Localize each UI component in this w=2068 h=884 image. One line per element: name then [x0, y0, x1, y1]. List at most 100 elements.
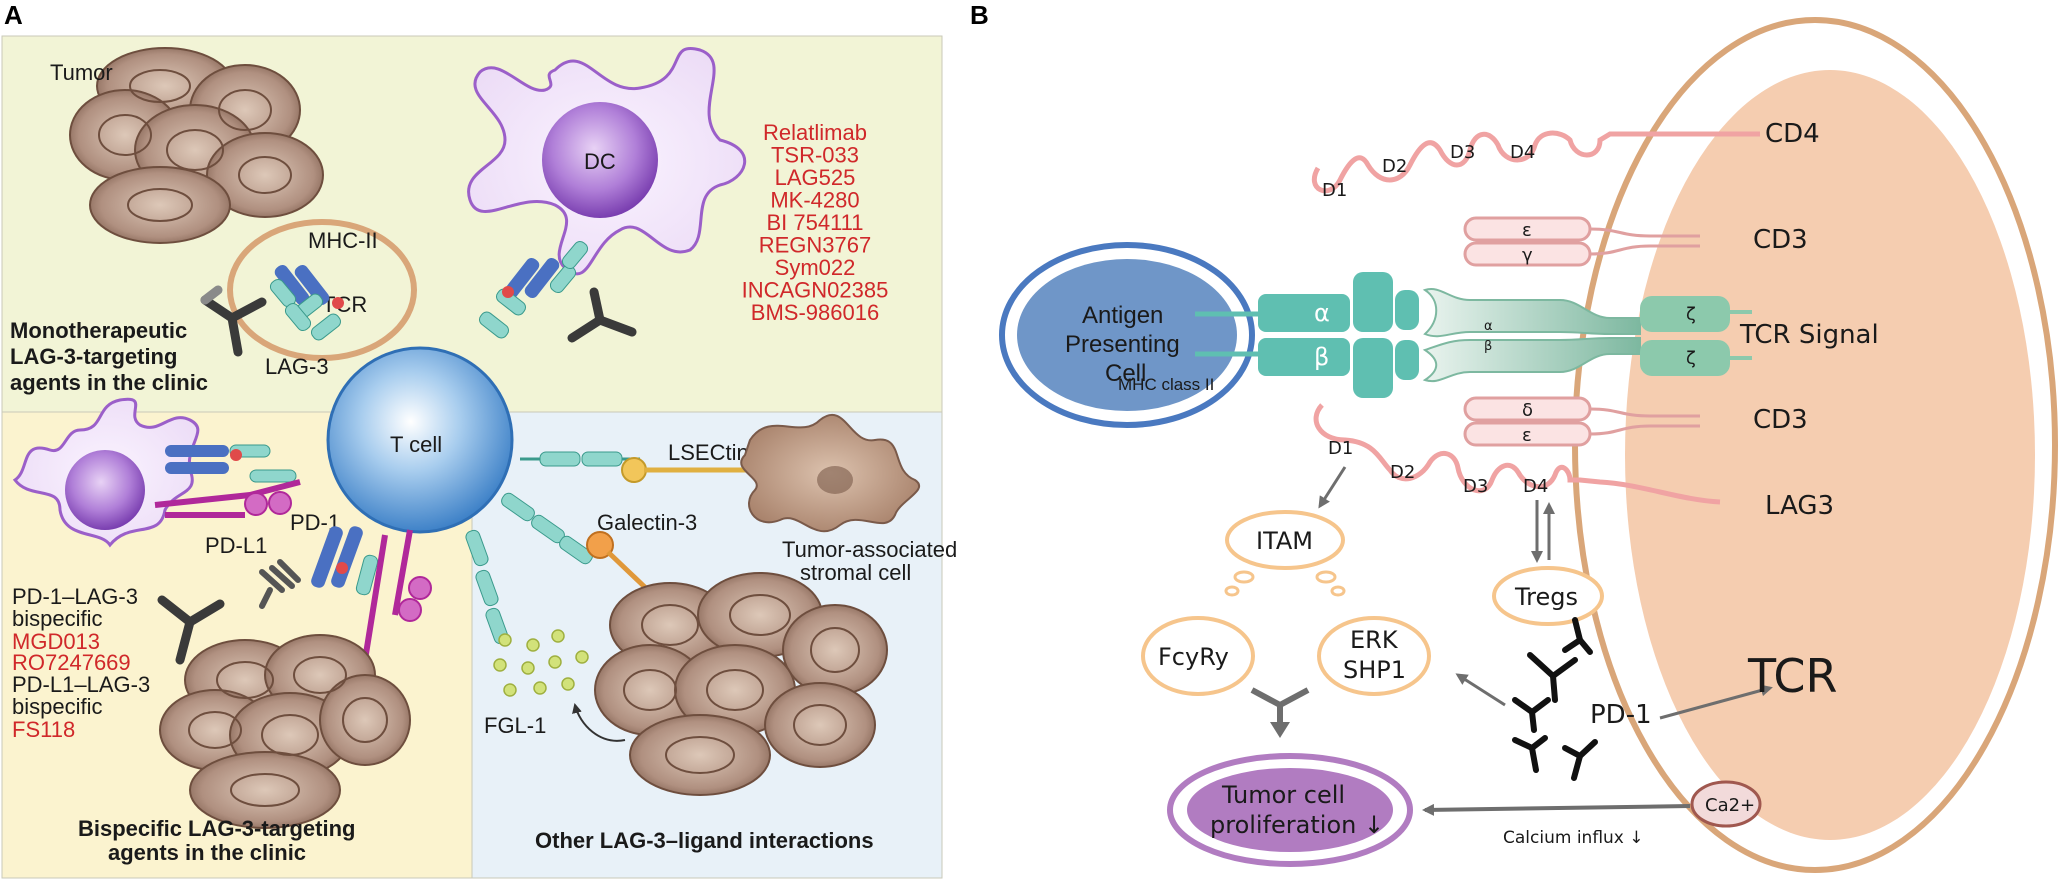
- converge-arrow: [1250, 687, 1310, 722]
- cd4-molecule: [1311, 130, 1760, 194]
- heading-mono-line2: LAG-3-targeting: [10, 344, 177, 369]
- dendritic-cell-top: [467, 46, 747, 276]
- beta-small-label: β: [1484, 339, 1492, 354]
- tregs-node: [1492, 566, 1604, 626]
- antibody-bispecific: [157, 595, 225, 665]
- ca2-channel: [1690, 780, 1762, 828]
- arrow-calcium-influx: [1422, 803, 1691, 816]
- arrow-pd1-to-erk: [1455, 673, 1506, 707]
- t-cell: [326, 346, 514, 534]
- domain-label: D1: [1322, 180, 1347, 201]
- pd1-label-b: PD-1: [1590, 700, 1652, 730]
- antibody-top-left: [200, 285, 267, 357]
- stromal-nucleus: [817, 466, 853, 494]
- drug-name: TSR-033: [771, 143, 859, 168]
- t-cell-body: [1625, 70, 2035, 840]
- drug-name: MK-4280: [770, 188, 859, 213]
- fcyry-node: [1141, 616, 1255, 696]
- delta: δ: [1522, 400, 1533, 421]
- mhc-ii-label: MHC-II: [308, 228, 378, 253]
- fgl1-secretion-arrow: [572, 703, 626, 742]
- receptor-complex-bottom: [311, 526, 432, 661]
- zeta-top: ζ: [1686, 304, 1696, 325]
- tumor-cluster-top: [69, 47, 324, 244]
- fgl1-label: FGL-1: [484, 713, 546, 738]
- stromal-label-line2: stromal cell: [800, 560, 911, 585]
- panel-b-letter: B: [970, 0, 989, 30]
- receptor-complex-left: [154, 444, 301, 518]
- apc-body: [1017, 259, 1237, 411]
- tumor-proliferation-outer: [1167, 753, 1413, 867]
- lsectin-label: LSECtin: [668, 440, 749, 465]
- erk-label: ERK: [1350, 626, 1399, 654]
- t-cell-label: T cell: [390, 432, 442, 457]
- heading-mono-line1: Monotherapeutic: [10, 318, 187, 343]
- fgl1-particles: [493, 629, 589, 697]
- erk-shp1-node: [1317, 616, 1431, 696]
- pd1-lag3-line2: bispecific: [12, 606, 102, 631]
- epsilon-top: ε: [1522, 220, 1532, 241]
- itam-connector-dots: [1224, 570, 1346, 597]
- lsectin-receptor: [520, 451, 760, 483]
- itam-node: [1225, 510, 1345, 570]
- domain-label: D2: [1390, 462, 1415, 483]
- galectin3-label: Galectin-3: [597, 510, 697, 535]
- alpha-small-label: α: [1484, 319, 1493, 334]
- beta-label: β: [1314, 343, 1329, 371]
- galectin3-receptor: [501, 492, 652, 594]
- pd1-antibodies: [1512, 617, 1598, 781]
- tumor-label: Tumor: [50, 60, 113, 85]
- arrow-d1-to-itam: [1318, 466, 1347, 509]
- heading-mono-line3: agents in the clinic: [10, 370, 208, 395]
- pd1-lag3-line1: PD-1–LAG-3: [12, 584, 138, 609]
- drug-name: BMS-986016: [751, 300, 879, 325]
- tumor-proliferation-line1: Tumor cell: [1221, 781, 1345, 809]
- cd3-bottom-label: CD3: [1753, 405, 1808, 435]
- antibody-top-right: [567, 287, 637, 343]
- drug-name: Relatlimab: [763, 120, 867, 145]
- drug-name: BI 754111: [766, 210, 863, 235]
- tcr-label-a: TCR: [322, 292, 367, 317]
- pdl1-lag3-line2: bispecific: [12, 694, 102, 719]
- tregs-label: Tregs: [1514, 583, 1578, 611]
- lag3-molecule: [1313, 403, 1721, 505]
- alpha-label: α: [1314, 299, 1330, 327]
- drug-name: REGN3767: [759, 233, 872, 258]
- tumor-proliferation-line2: proliferation ↓: [1210, 811, 1384, 839]
- shp1-label: SHP1: [1343, 656, 1406, 684]
- mhc-tcr-highlight-circle: [227, 219, 417, 361]
- apc-outer-membrane: [999, 242, 1255, 428]
- drug-name: RO7247669: [12, 650, 131, 675]
- drug-name: Sym022: [775, 255, 856, 280]
- receptor-complex-top-left: [269, 264, 344, 341]
- cd4-label: CD4: [1765, 119, 1820, 149]
- epsilon-bottom: ε: [1522, 425, 1532, 446]
- domain-label: D3: [1463, 476, 1488, 497]
- panel-a: A Tumor MHC-II TCR LAG-3: [1, 0, 957, 879]
- domain-label: D2: [1382, 156, 1407, 177]
- antibody-small-bottom: [259, 559, 301, 609]
- calcium-influx-label: Calcium influx ↓: [1503, 828, 1644, 848]
- heading-other-interactions: Other LAG-3–ligand interactions: [535, 828, 874, 853]
- mhc-class-ii-molecule: [1195, 272, 1419, 398]
- cd3-top-molecule: [1463, 216, 1700, 267]
- stromal-label-line1: Tumor-associated: [782, 537, 957, 562]
- lag3-label-a: LAG-3: [265, 354, 329, 379]
- domain-label: D4: [1510, 142, 1535, 163]
- lag3-label-b: LAG3: [1765, 491, 1834, 521]
- tcr-molecule: [1422, 287, 1752, 383]
- itam-label: ITAM: [1256, 527, 1313, 555]
- panel-a-letter: A: [4, 0, 23, 30]
- cd3-bottom-molecule: [1463, 396, 1700, 447]
- domain-label: D1: [1328, 438, 1353, 459]
- pdl1-label-a: PD-L1: [205, 533, 267, 558]
- cd3-top-label: CD3: [1753, 225, 1808, 255]
- drug-name: LAG525: [775, 165, 856, 190]
- arrow-pd1-to-tcr: [1659, 684, 1773, 720]
- zeta-bottom: ζ: [1686, 348, 1696, 369]
